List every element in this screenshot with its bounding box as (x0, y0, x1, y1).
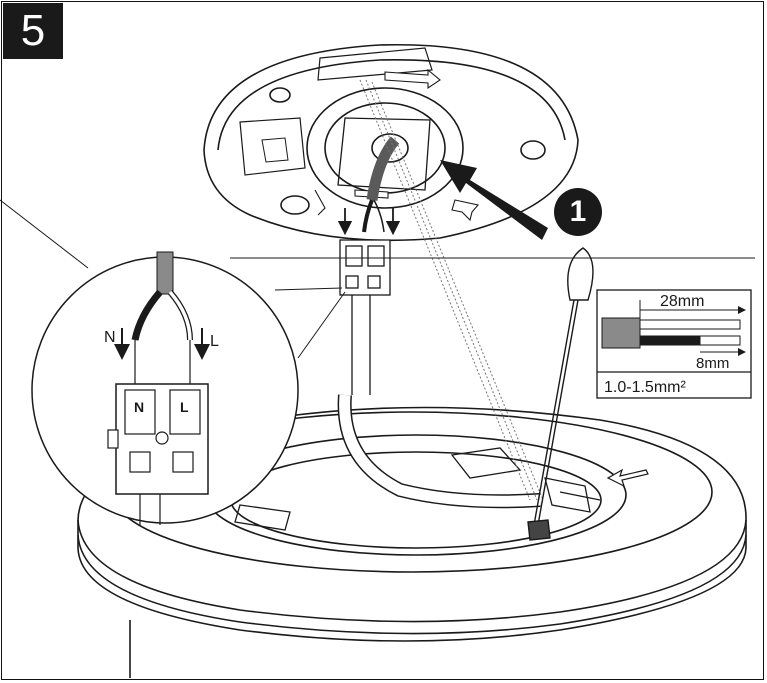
wiring-detail-zoom: N L N L (0, 199, 755, 525)
lamp-leads (337, 295, 541, 509)
hanging-loop (527, 247, 594, 541)
base-insert-arrow (606, 468, 649, 488)
strip-length-inner: 8mm (696, 355, 729, 372)
callout-number: 1 (554, 188, 602, 236)
lamp-base-clips (234, 447, 601, 531)
insert-arrow (440, 160, 548, 240)
step-number-badge: 5 (3, 3, 63, 59)
strip-length-outer: 28mm (660, 293, 704, 310)
live-label: L (210, 333, 219, 350)
terminal-block-small (339, 239, 391, 296)
terminal-l-label: L (180, 399, 189, 415)
safety-cord (359, 79, 544, 501)
wire-spec-box: 28mm 8mm 1.0-1.5mm² (596, 289, 752, 399)
terminal-n-label: N (134, 399, 144, 415)
wire-down-arrows (337, 208, 401, 236)
neutral-label: N (104, 329, 116, 346)
cross-section-label: 1.0-1.5mm² (604, 379, 686, 396)
